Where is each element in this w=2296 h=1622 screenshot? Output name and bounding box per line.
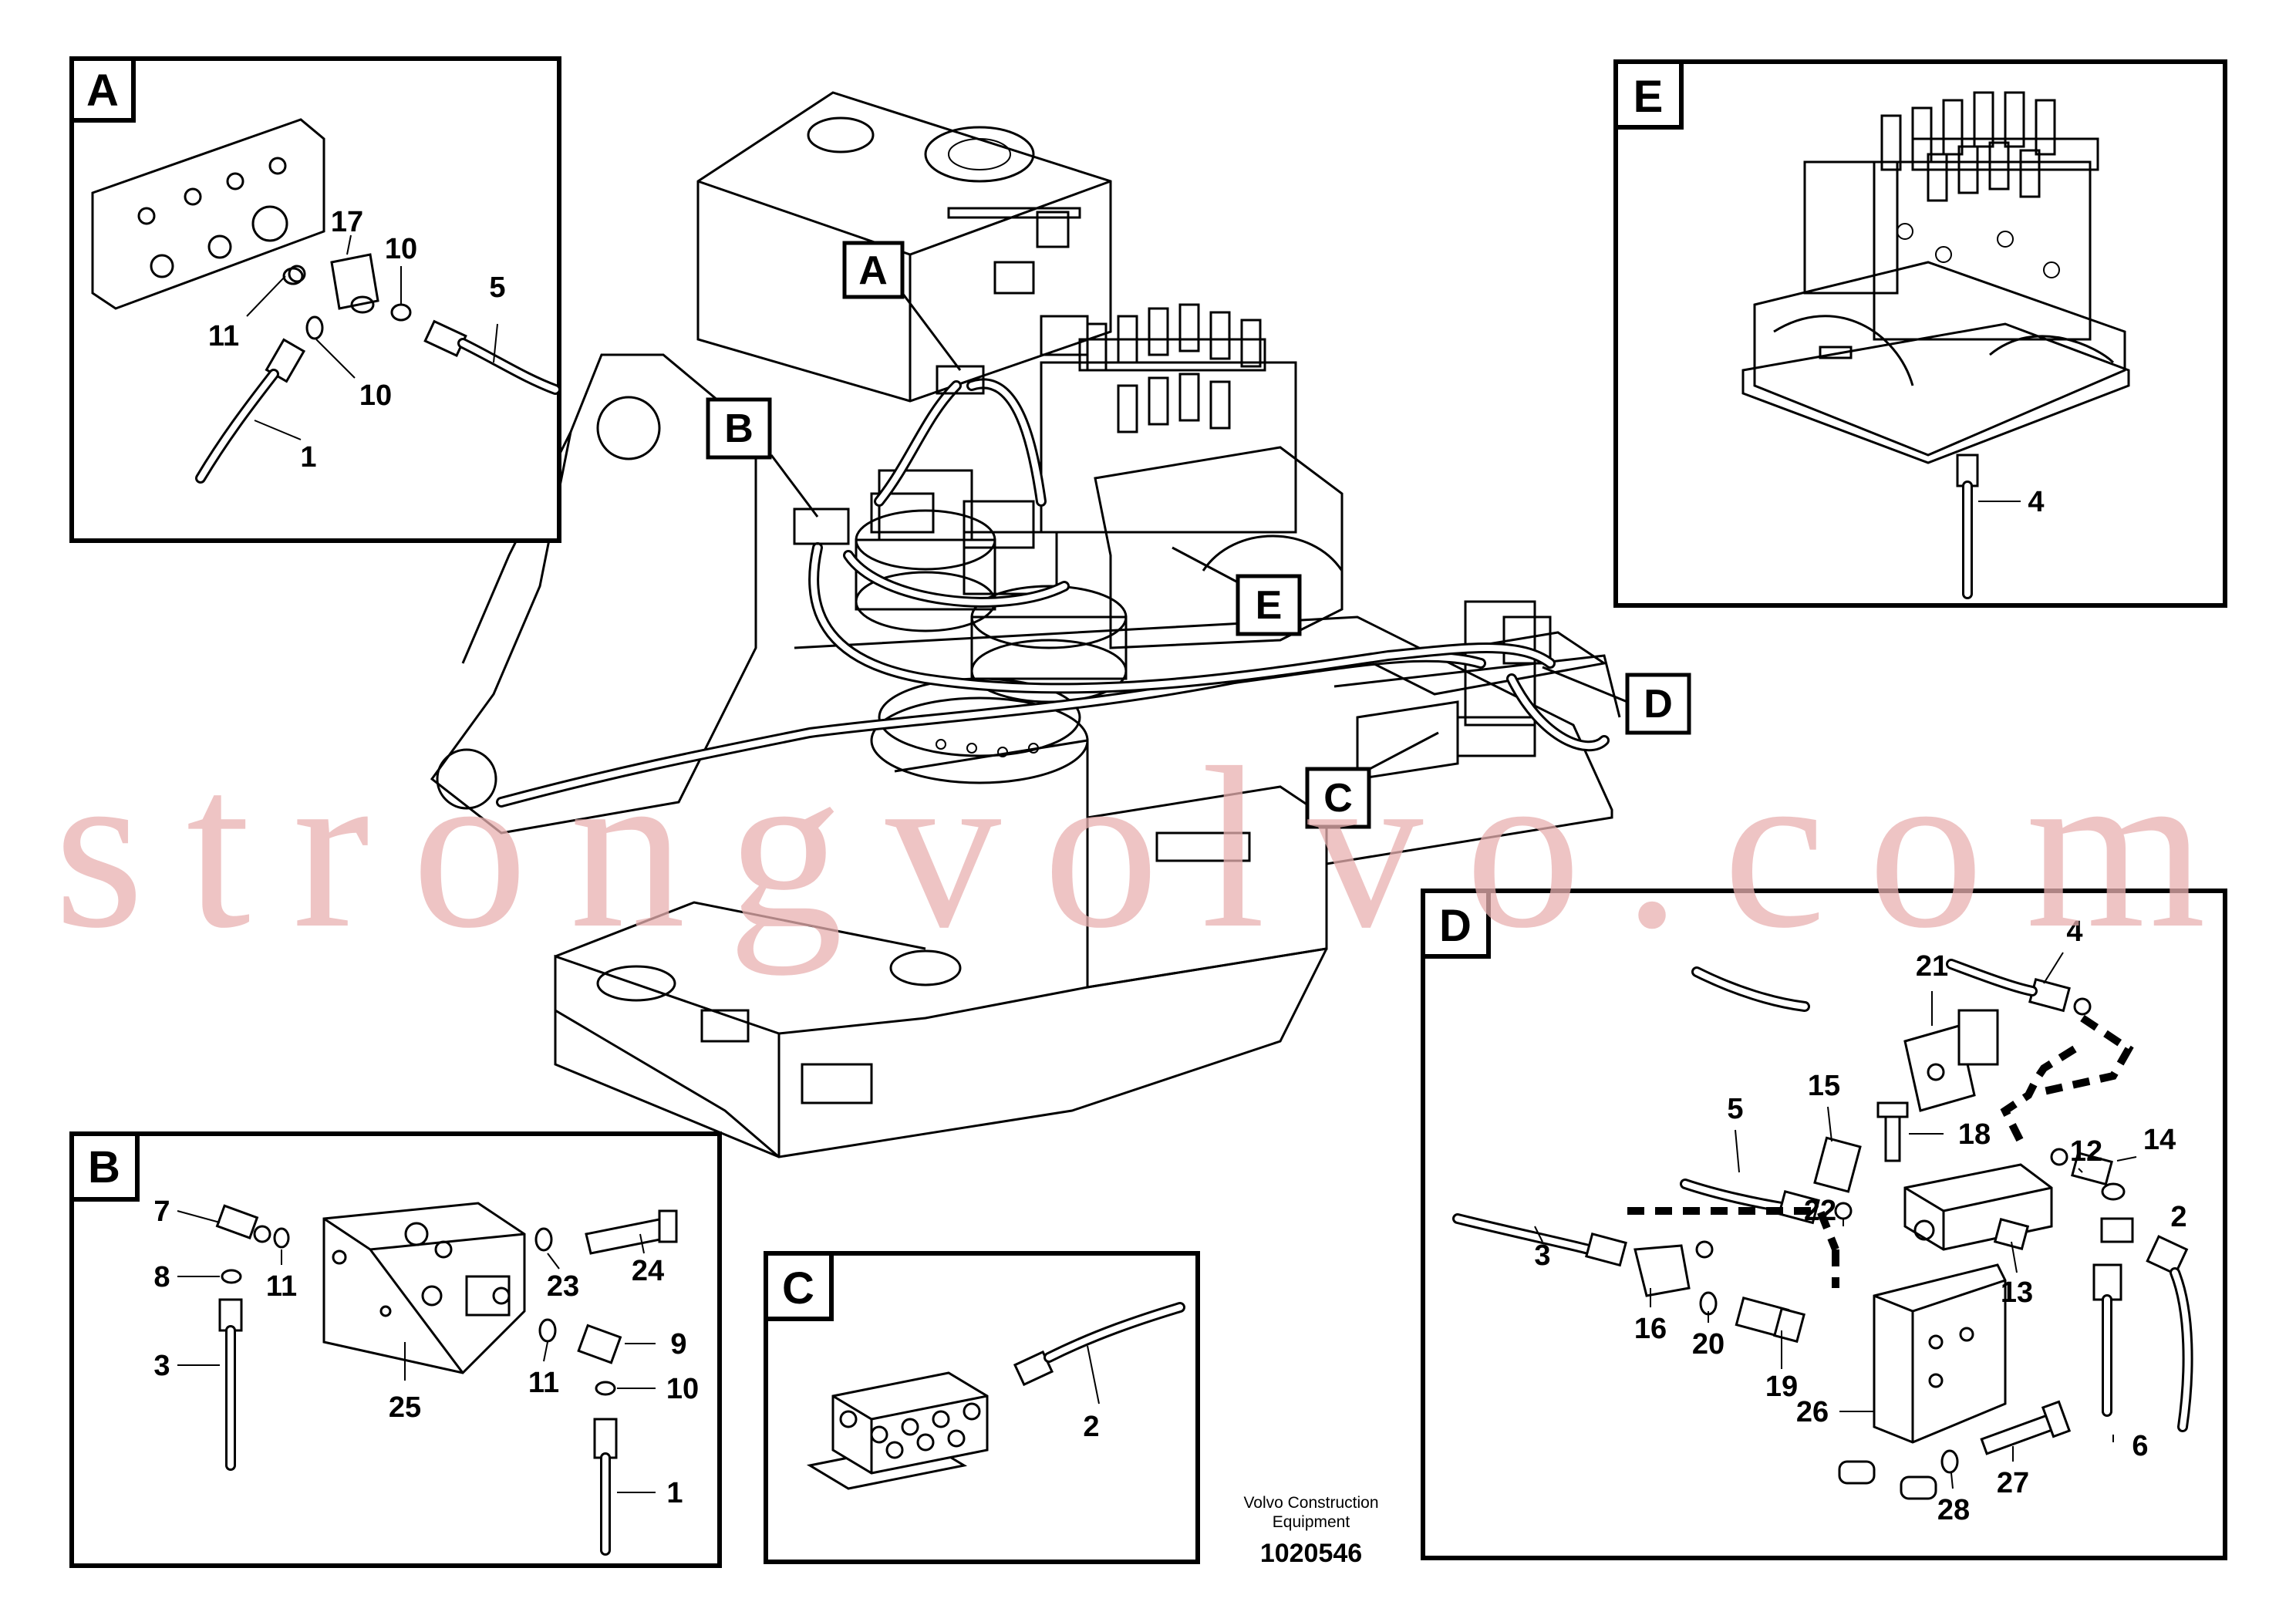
panel-a-label-10-top: 10 bbox=[385, 233, 417, 265]
panel-e-label-4: 4 bbox=[2028, 486, 2044, 518]
panel-d-label-2: 2 bbox=[2170, 1201, 2186, 1233]
callout-label-e: E bbox=[1256, 583, 1283, 628]
detail-panel-c: C 2 bbox=[764, 1251, 1200, 1564]
panel-b-label-1: 1 bbox=[666, 1477, 683, 1509]
callout-box-c[interactable] bbox=[1305, 767, 1371, 829]
watermark-text: strongvolvo.com bbox=[54, 720, 2237, 976]
detail-panel-e: E 4 bbox=[1613, 59, 2227, 608]
panel-b-label-7: 7 bbox=[153, 1195, 170, 1228]
callout-label-b: B bbox=[724, 406, 754, 451]
panel-a-label-1: 1 bbox=[300, 441, 316, 474]
panel-a-letter: A bbox=[86, 66, 119, 116]
panel-b-label-25: 25 bbox=[389, 1391, 421, 1424]
panel-b-label-9: 9 bbox=[670, 1328, 686, 1361]
panel-d-label-14: 14 bbox=[2143, 1124, 2176, 1156]
panel-d-label-16: 16 bbox=[1634, 1313, 1667, 1345]
panel-e-letter: E bbox=[1633, 72, 1664, 122]
panel-b-letter: B bbox=[88, 1142, 120, 1192]
panel-d-label-28: 28 bbox=[1937, 1494, 1970, 1526]
footer: Volvo Construction Equipment 1020546 bbox=[1243, 1494, 1378, 1568]
footer-drawing-number: 1020546 bbox=[1260, 1539, 1362, 1568]
detail-panel-a: A 17 10 5 11 10 1 bbox=[69, 56, 561, 543]
panel-b-label-23: 23 bbox=[547, 1270, 579, 1303]
callout-box-e[interactable] bbox=[1236, 574, 1302, 636]
panel-a-label-17: 17 bbox=[331, 206, 363, 238]
panel-d-label-3: 3 bbox=[1534, 1239, 1550, 1272]
footer-company-line1: Volvo Construction bbox=[1243, 1494, 1378, 1512]
callout-label-c: C bbox=[1323, 776, 1353, 821]
panel-b-label-3: 3 bbox=[153, 1350, 170, 1382]
panel-d-label-22: 22 bbox=[1804, 1195, 1836, 1227]
panel-d-label-4: 4 bbox=[2066, 916, 2082, 948]
panel-b-label-11-top: 11 bbox=[266, 1270, 297, 1303]
panel-b-label-8: 8 bbox=[153, 1261, 170, 1293]
panel-d-label-5: 5 bbox=[1727, 1093, 1743, 1125]
panel-d-label-6: 6 bbox=[2132, 1430, 2148, 1462]
panel-a-label-10-bottom: 10 bbox=[359, 379, 392, 412]
panel-c-label-2: 2 bbox=[1083, 1411, 1099, 1443]
panel-d-letter: D bbox=[1439, 901, 1472, 951]
panel-d-label-12: 12 bbox=[2070, 1135, 2102, 1168]
panel-b-label-11-bottom: 11 bbox=[528, 1367, 559, 1399]
panel-d-label-20: 20 bbox=[1692, 1328, 1725, 1361]
main-callouts: A B C D E bbox=[706, 241, 1691, 829]
panel-d-label-21: 21 bbox=[1916, 950, 1948, 983]
panel-d-label-26: 26 bbox=[1796, 1396, 1829, 1428]
callout-box-a[interactable] bbox=[842, 241, 905, 299]
panel-b-label-10: 10 bbox=[666, 1373, 699, 1405]
detail-panel-b: B 7 8 3 11 23 24 bbox=[69, 1131, 722, 1568]
panel-d-label-18: 18 bbox=[1958, 1118, 1991, 1151]
panel-d-label-27: 27 bbox=[1997, 1467, 2029, 1499]
panel-d-label-19: 19 bbox=[1765, 1371, 1798, 1403]
main-hoses bbox=[496, 378, 1610, 808]
panel-b-label-24: 24 bbox=[632, 1255, 664, 1287]
panel-d-label-15: 15 bbox=[1808, 1070, 1840, 1102]
panel-a-label-5: 5 bbox=[489, 271, 505, 304]
callout-label-d: D bbox=[1644, 682, 1673, 727]
panel-c-letter: C bbox=[782, 1263, 814, 1313]
callout-box-b[interactable] bbox=[706, 397, 772, 460]
main-assembly-drawing bbox=[430, 91, 1621, 1158]
panel-a-label-11: 11 bbox=[208, 320, 239, 352]
panel-d-label-13: 13 bbox=[2001, 1276, 2033, 1309]
callout-box-d[interactable] bbox=[1625, 673, 1691, 735]
callout-label-a: A bbox=[858, 248, 888, 293]
footer-company-line2: Equipment bbox=[1273, 1513, 1350, 1531]
detail-panel-d: D bbox=[1421, 889, 2227, 1560]
